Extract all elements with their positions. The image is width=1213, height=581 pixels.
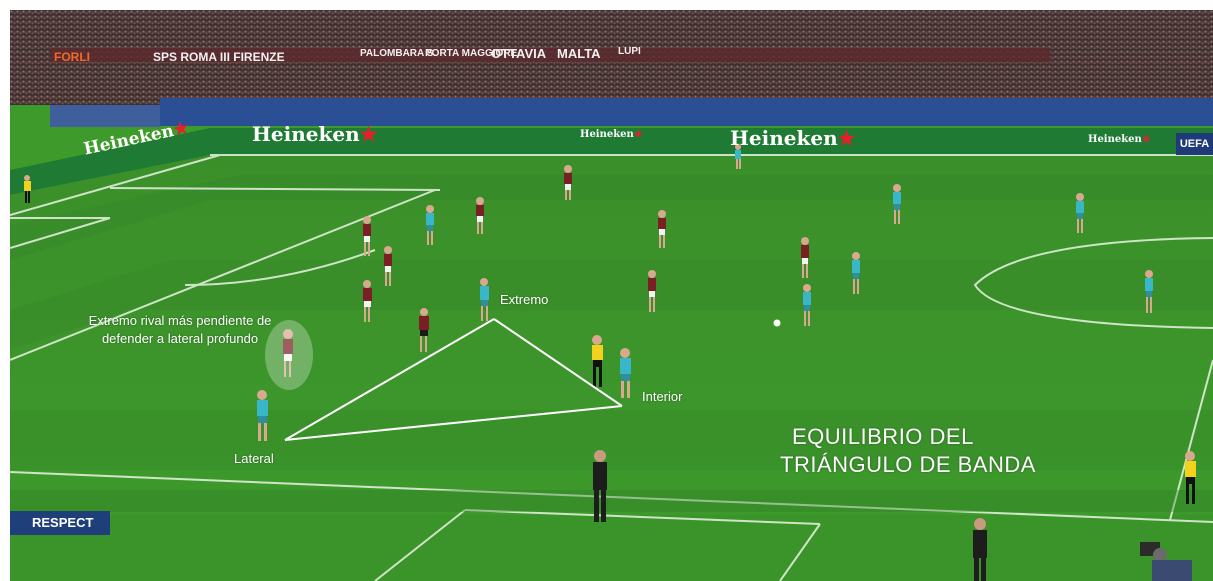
player-cyan-interior [620,348,631,398]
tactical-triangle [284,318,623,441]
stand-banner-row [50,48,1050,62]
uefa-badge: UEFA [1176,133,1213,155]
player-red [419,308,429,352]
player-red [564,165,572,200]
grass-stripe [10,260,1213,350]
rival-highlight-ellipse [265,320,313,390]
player-red [363,216,371,256]
respect-label: RESPECT [32,515,94,530]
red-team [283,165,809,377]
stand-board: FORLI [54,50,90,64]
label-rival-note: Extremo rival más pendiente de defender … [88,313,272,346]
ad-board [10,128,1213,195]
player-cyan [893,184,901,224]
player-red [648,270,656,312]
referee [592,335,603,387]
ball [773,319,781,327]
player-cyan [852,252,860,294]
star-icon: ★ [633,129,643,140]
player-red [384,246,392,286]
player-cyan [1145,270,1153,313]
title-line-2: TRIÁNGULO DE BANDA [780,452,1036,477]
touchline-area [10,490,1213,512]
staff-member [973,518,987,581]
stand-board: SPS ROMA III FIRENZE [153,50,285,64]
pitch-svg [10,10,1213,581]
player-red [658,210,666,248]
grass-stripe [10,175,1213,260]
player-cyan-extremo [480,278,489,321]
pitch-lines [10,154,1213,581]
player-red [801,237,809,278]
label-extremo: Extremo [500,292,549,307]
player-cyan [1076,193,1084,233]
sponsor-name: Heineken [730,126,838,150]
sponsor-banner: Heineken★ [1088,134,1151,145]
grass [10,155,1213,581]
pitch-scene: FORLI SPS ROMA III FIRENZE PALOMBARA S. … [10,10,1213,581]
blue-fence [160,98,1213,126]
sponsor-banner: Heineken★ [252,122,378,146]
player-red [476,197,484,234]
sponsor-banner: Heineken★ [580,129,643,140]
cameraman [1140,542,1192,581]
respect-board: RESPECT [10,511,110,535]
label-lateral: Lateral [234,451,274,466]
stand-board: OTTAVIA [491,46,547,61]
coach [593,450,607,522]
stand-board: MALTA [557,46,601,61]
stand-board: PALOMBARA S. [360,48,437,59]
assistant-referee [1185,451,1196,504]
star-icon: ★ [837,126,856,150]
player-cyan [803,284,811,326]
player-cyan-lateral [257,390,268,441]
star-icon: ★ [359,122,378,146]
sponsor-name: Heineken [580,129,634,140]
stand-board: PORTA MAGGIORE [425,48,518,59]
player-cyan [735,144,741,169]
player-red [363,280,372,322]
label-interior: Interior [642,389,683,404]
sponsor-banner: Heineken★ [730,126,856,150]
sponsor-name: Heineken [252,122,360,146]
assistant-referee [24,175,31,203]
player-cyan [426,205,434,245]
grass-stripe [10,515,1213,581]
title-line-1: EQUILIBRIO DEL [792,424,974,449]
player-red-highlighted [283,329,293,377]
stand-board: LUPI [618,46,641,57]
blue-fence-left [50,105,160,127]
cyan-team [257,144,1153,441]
star-icon: ★ [1141,134,1151,145]
sponsor-name: Heineken [1088,134,1142,145]
